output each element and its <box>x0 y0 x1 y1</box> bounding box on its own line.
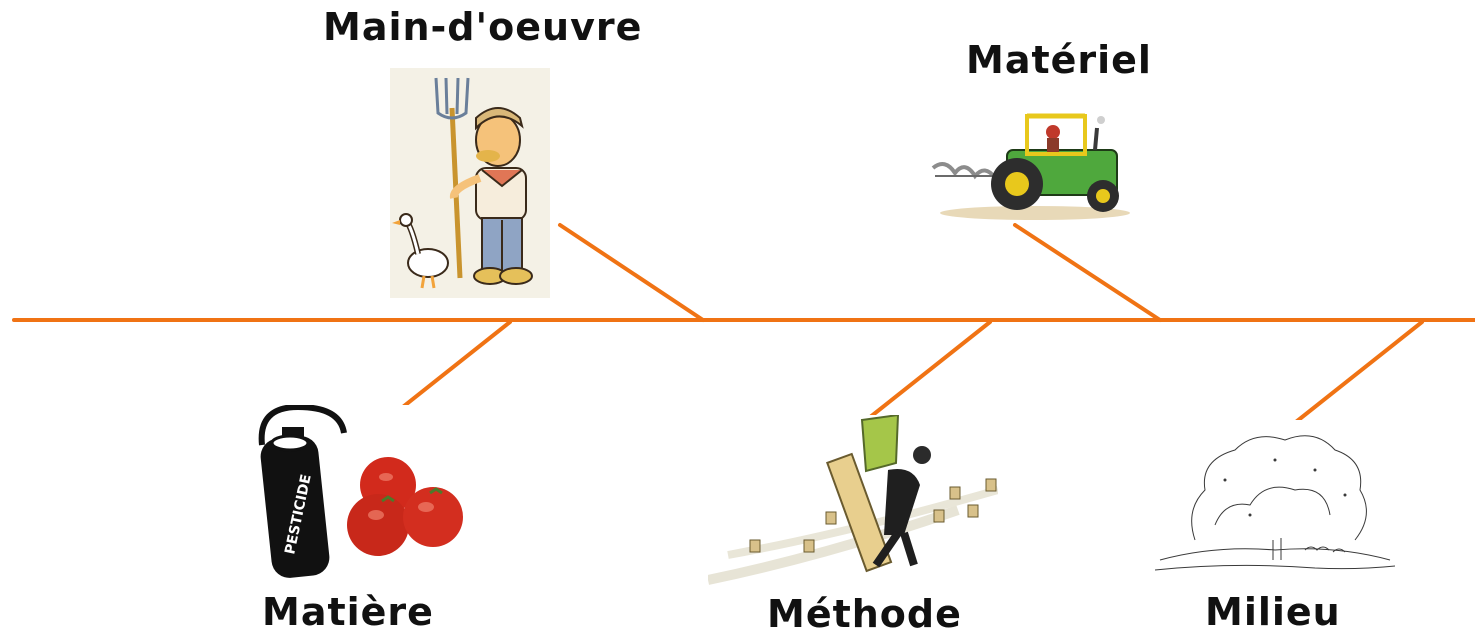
label-materiel: Matériel <box>966 38 1152 82</box>
label-methode: Méthode <box>767 592 962 636</box>
label-milieu: Milieu <box>1205 590 1341 634</box>
bone-materiel <box>1013 223 1162 322</box>
bone-main-oeuvre <box>558 223 705 322</box>
landscape-sketch-icon <box>1155 420 1395 585</box>
bone-methode <box>848 320 992 435</box>
tractor-icon <box>925 98 1135 223</box>
farmer-with-pitchfork-icon <box>390 68 550 298</box>
pesticide-and-tomatoes-icon: PESTICIDE <box>248 405 468 585</box>
label-matiere: Matière <box>262 590 434 634</box>
planting-worker-icon <box>708 415 998 590</box>
label-main-oeuvre: Main-d'oeuvre <box>323 5 643 49</box>
bone-milieu <box>1280 320 1424 435</box>
